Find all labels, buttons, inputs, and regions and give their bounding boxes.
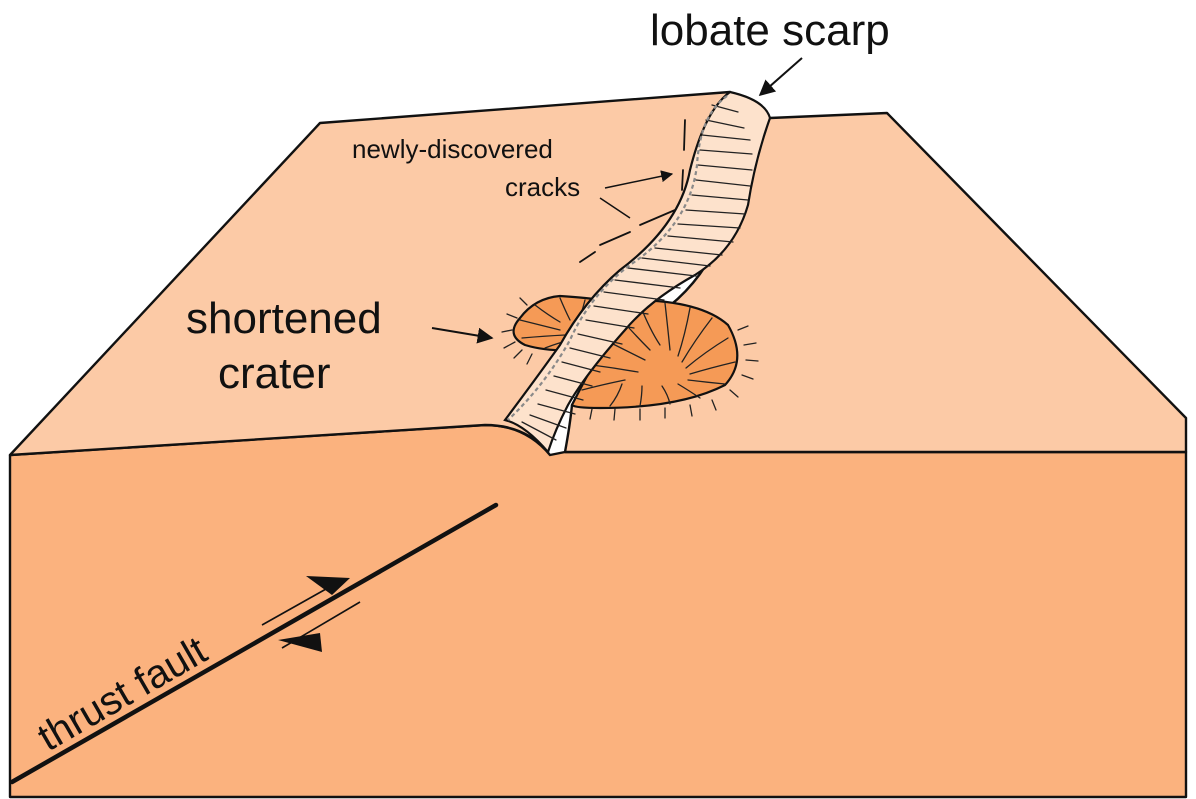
lobate-scarp-label: lobate scarp — [650, 6, 890, 55]
crater-label-line2: crater — [218, 349, 330, 398]
cracks-label-line2: cracks — [505, 172, 580, 202]
lobate-scarp-pointer — [760, 58, 802, 95]
crater-label-line1: shortened — [186, 294, 382, 343]
cracks-label-line1: newly-discovered — [352, 134, 553, 164]
block-front-face — [10, 425, 1186, 797]
